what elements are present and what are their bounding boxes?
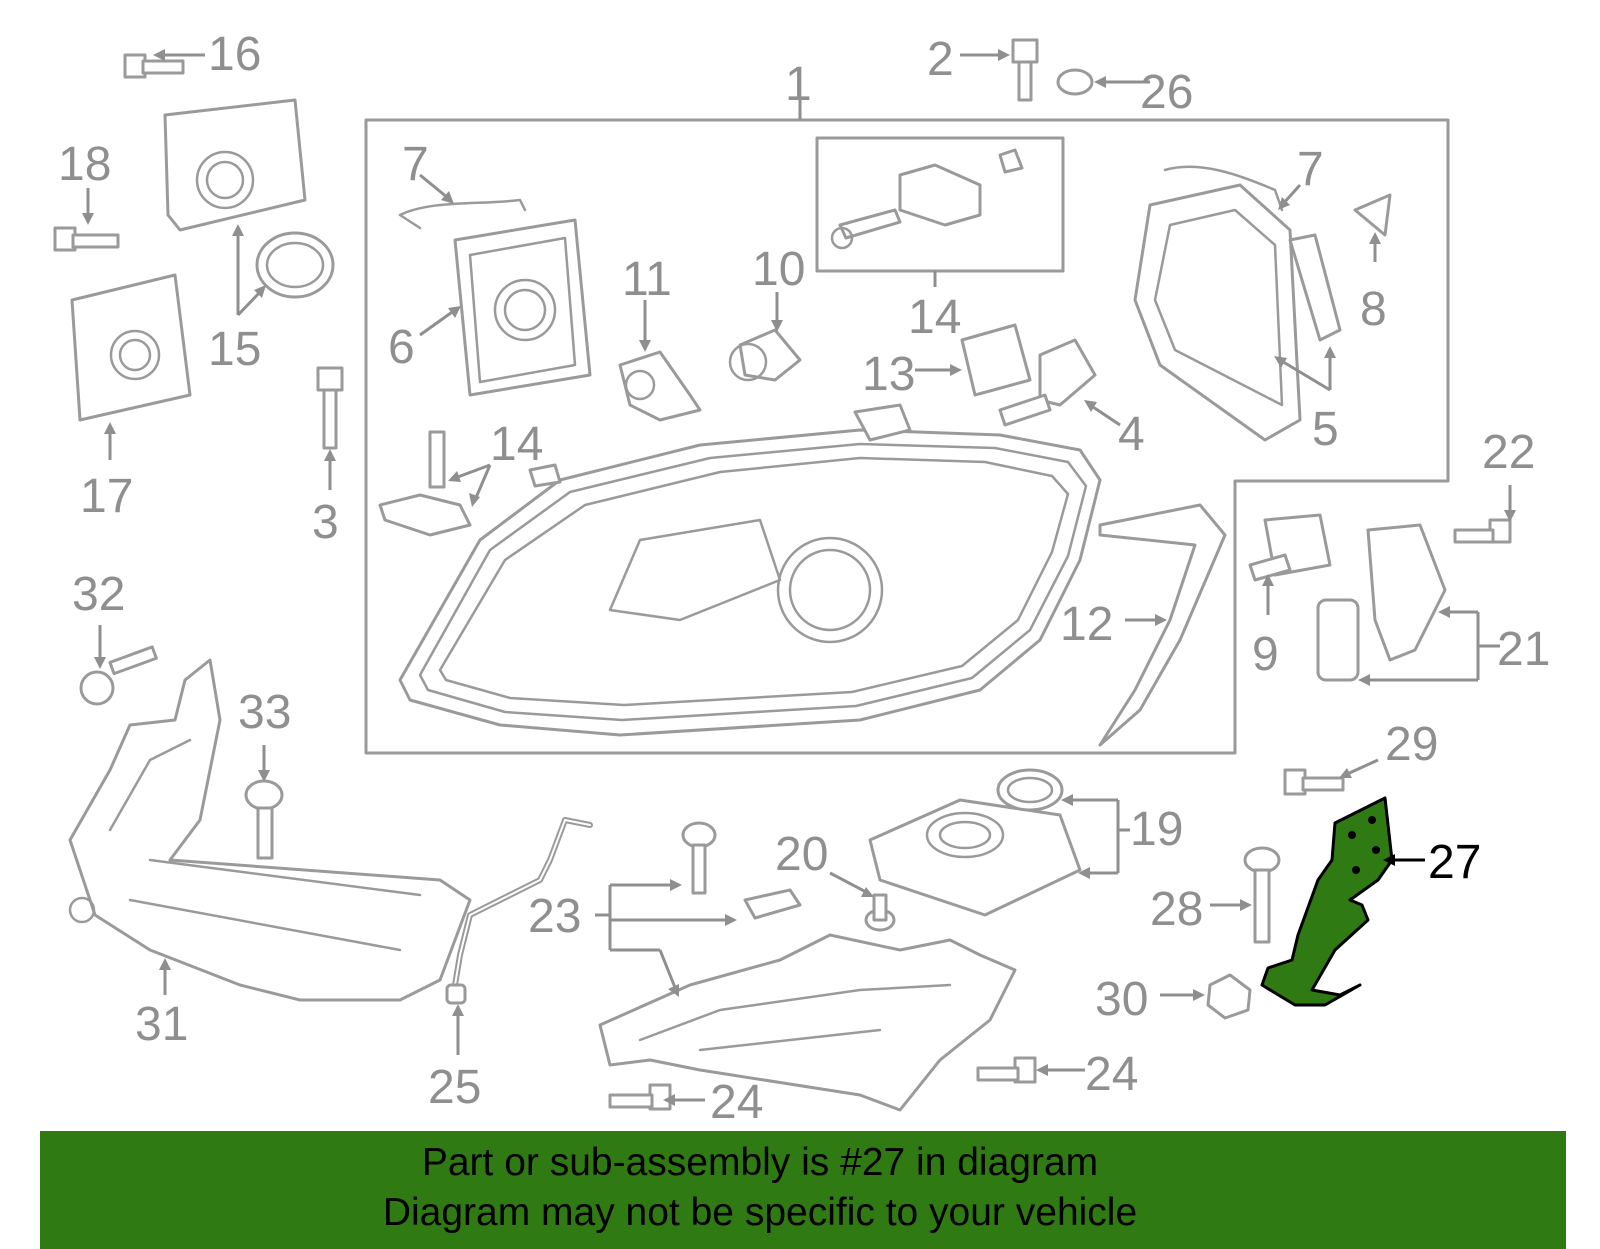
info-banner: Part or sub-assembly is #27 in diagram D… [40,1131,1566,1249]
leader-lines [82,49,1516,1106]
warning-triangle [1353,193,1392,237]
callout-1: 1 [785,58,812,111]
callout-6: 6 [388,321,415,374]
bolt-32 [79,645,158,706]
callout-19: 19 [1130,803,1183,856]
callout-2: 2 [927,33,954,86]
callout-7-right: 7 [1297,143,1324,196]
callout-31: 31 [135,998,188,1051]
callout-16: 16 [208,28,261,81]
lamp-cover [453,218,592,397]
callout-14-lower: 14 [490,418,543,471]
nut-30 [1206,973,1252,1020]
callout-10: 10 [752,243,805,296]
bulb-socket [998,338,1097,427]
bolt-18 [53,226,120,252]
mounting-bracket-23 [598,933,1017,1112]
bolt-33 [244,779,284,860]
bolt-24-left [608,1083,672,1111]
retainer-wire-left [398,198,527,230]
bolt-16 [123,53,185,79]
bulb-small [728,328,802,382]
callout-18: 18 [58,138,111,191]
highlighted-bracket-27 [1260,796,1394,1007]
callout-30: 30 [1095,973,1148,1026]
bolt-22 [1453,518,1512,544]
callout-24-right: 24 [1085,1048,1138,1101]
callout-4: 4 [1118,408,1145,461]
bolt-29 [1283,768,1345,796]
callout-22: 22 [1482,426,1535,479]
callout-7-left: 7 [402,138,429,191]
callout-11: 11 [622,253,672,306]
rear-housing-cover [1133,165,1342,442]
cap-26 [1056,68,1094,96]
callout-9: 9 [1252,628,1279,681]
clip-23 [743,888,802,920]
bolt-3 [316,366,344,450]
callout-23: 23 [528,890,581,943]
banner-part-line: Part or sub-assembly is #27 in diagram [421,1141,1099,1184]
seal-ring-15 [255,231,335,299]
callout-28: 28 [1150,883,1203,936]
callout-32: 32 [72,568,125,621]
callout-17: 17 [80,470,133,523]
ballast-19 [868,768,1082,917]
ballast-upper [163,98,307,232]
headlamp-housing [398,403,1102,737]
callout-13: 13 [862,348,915,401]
banner-disclaimer-line: Diagram may not be specific to your vehi… [382,1191,1138,1234]
bulb-9 [1248,513,1332,582]
bracket-lower [378,430,472,537]
support-bracket-31 [68,658,472,1002]
headlamp-assembly-frame [364,100,1450,755]
bolt-2 [1011,38,1039,102]
tube-25 [445,817,593,1005]
callout-33: 33 [238,686,291,739]
bolt-24-right [976,1056,1037,1084]
callout-labels: 1 2 26 16 18 15 17 3 7 6 11 10 14 13 4 7… [58,28,1550,1129]
bulb-h-type [618,350,702,422]
socket-21 [1316,523,1447,682]
callout-12: 12 [1060,598,1113,651]
trim-strip [1098,503,1227,747]
callout-25: 25 [428,1061,481,1114]
bolt-20 [864,893,896,932]
callout-26: 26 [1140,66,1193,119]
bracket-kit-box [830,148,1024,250]
callout-29: 29 [1385,718,1438,771]
callout-15: 15 [208,323,261,376]
ballast-lower-17 [70,273,192,422]
callout-24-left: 24 [710,1076,763,1129]
callout-8: 8 [1360,283,1387,336]
bolt-28 [1243,846,1281,944]
callout-27: 27 [1428,836,1481,889]
callout-5: 5 [1312,403,1339,456]
callout-14-top: 14 [908,291,961,344]
bolt-23 [681,821,717,895]
callout-20: 20 [775,828,828,881]
control-module [960,323,1032,397]
callout-21: 21 [1497,623,1550,676]
callout-3: 3 [312,496,339,549]
